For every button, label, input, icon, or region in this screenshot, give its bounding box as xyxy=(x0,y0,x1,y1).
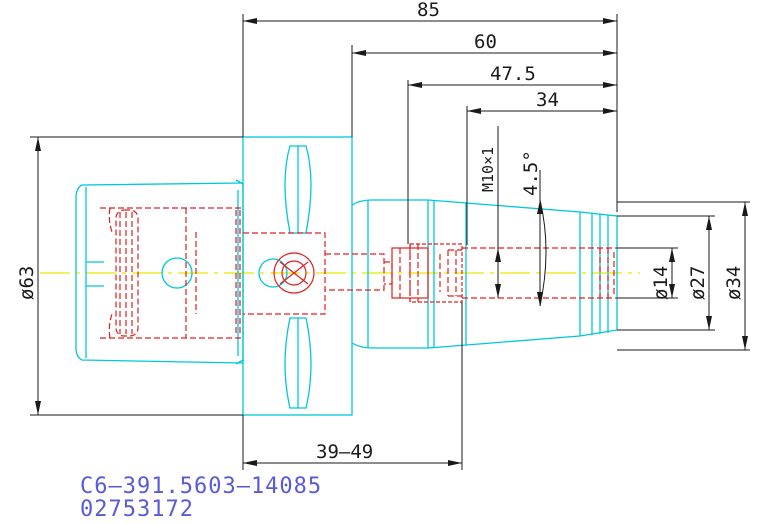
dimension-47-5: 47.5 xyxy=(490,63,536,85)
dimension-dia-63: ø63 xyxy=(16,266,38,300)
dimension-85: 85 xyxy=(417,0,440,21)
dimension-thread: M10×1 xyxy=(479,147,497,192)
part-serial: 02753172 xyxy=(80,497,194,522)
part-code: C6–391.5603–14085 xyxy=(80,474,323,499)
dimension-34: 34 xyxy=(536,89,559,111)
dimension-dia-34: ø34 xyxy=(723,266,745,300)
dimension-dia-14: ø14 xyxy=(650,266,672,300)
dimension-lines xyxy=(30,14,750,470)
dimension-taper-angle: 4.5° xyxy=(520,150,542,196)
dimension-60: 60 xyxy=(474,31,497,53)
dimension-dia-27: ø27 xyxy=(687,266,709,300)
dimension-adjust-range: 39–49 xyxy=(316,441,373,463)
dimension-arrows xyxy=(35,18,748,466)
tool-holder-outline xyxy=(75,136,618,416)
